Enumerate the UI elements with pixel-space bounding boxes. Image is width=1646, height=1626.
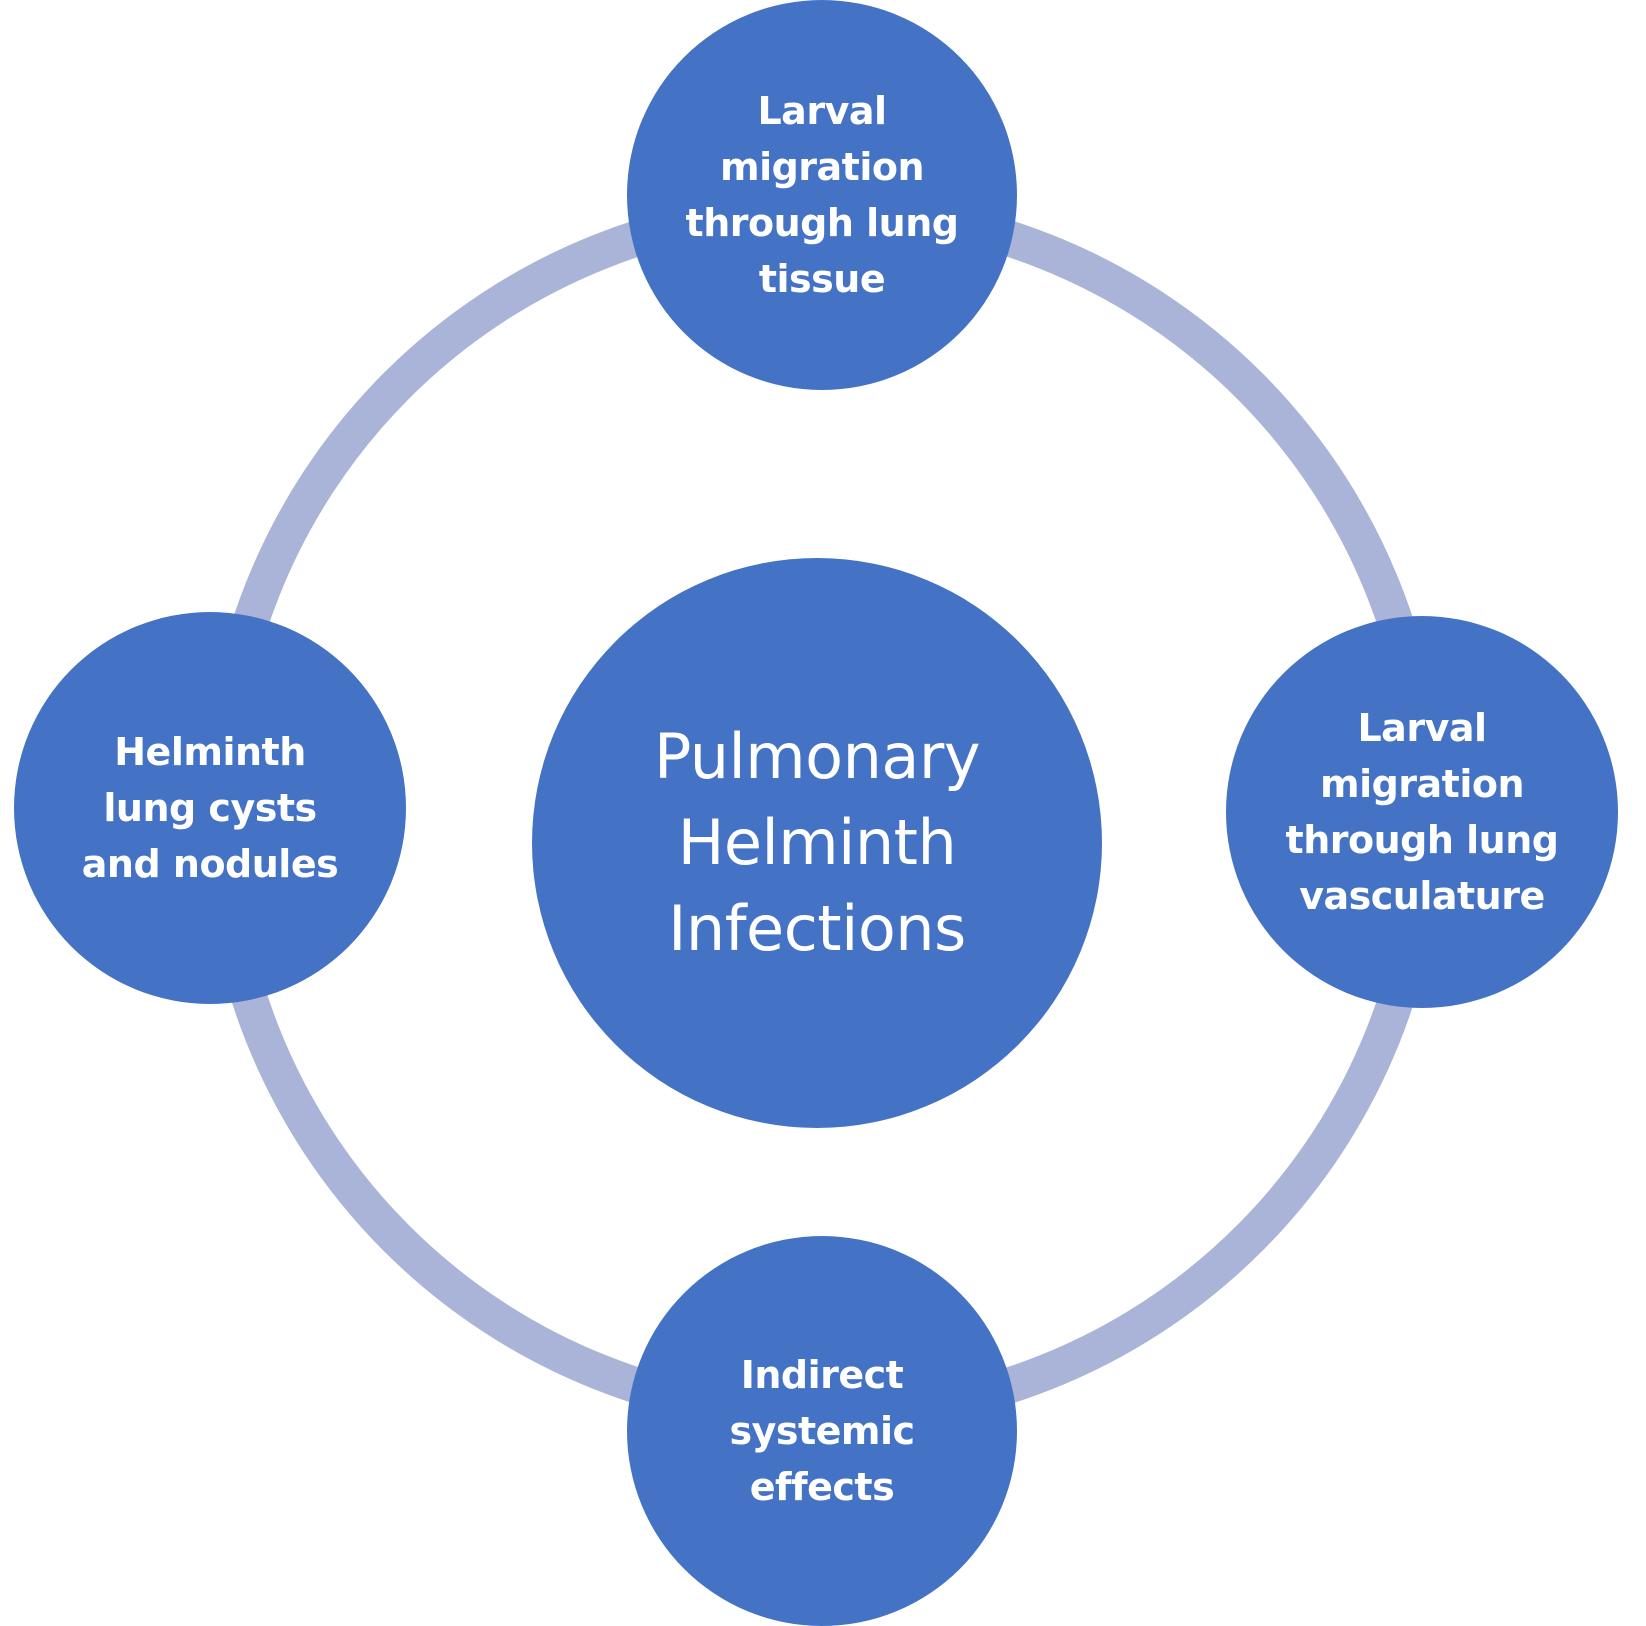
node-left-line: Helminth — [114, 730, 306, 774]
center-node-label: Pulmonary Helminth Infections — [653, 714, 981, 972]
node-left-line: lung cysts — [103, 786, 317, 830]
node-bottom-label: Indirect systemic effects — [729, 1347, 915, 1515]
node-right-line: Larval — [1357, 706, 1487, 750]
node-right-line: migration — [1319, 762, 1525, 806]
node-indirect-systemic-effects: Indirect systemic effects — [627, 1236, 1017, 1626]
center-node-pulmonary-helminth-infections: Pulmonary Helminth Infections — [532, 558, 1102, 1128]
node-right-line: vasculature — [1299, 874, 1545, 918]
node-top-line: Larval — [757, 89, 887, 133]
node-bottom-line: systemic — [729, 1409, 915, 1453]
node-bottom-line: Indirect — [740, 1353, 904, 1397]
node-left-line: and nodules — [81, 842, 339, 886]
node-larval-migration-lung-tissue: Larval migration through lung tissue — [627, 0, 1017, 390]
node-larval-migration-lung-vasculature: Larval migration through lung vasculatur… — [1226, 616, 1618, 1008]
node-bottom-line: effects — [749, 1465, 895, 1509]
node-top-label: Larval migration through lung tissue — [686, 83, 959, 307]
center-node-line: Infections — [668, 892, 966, 965]
node-top-line: through lung — [685, 201, 959, 245]
node-top-line: tissue — [758, 257, 886, 301]
node-right-label: Larval migration through lung vasculatur… — [1286, 700, 1559, 924]
node-right-line: through lung — [1285, 818, 1559, 862]
node-helminth-lung-cysts-nodules: Helminth lung cysts and nodules — [14, 612, 406, 1004]
node-top-line: migration — [719, 145, 925, 189]
center-node-line: Helminth — [677, 806, 957, 879]
node-left-label: Helminth lung cysts and nodules — [81, 724, 339, 892]
center-node-line: Pulmonary — [653, 720, 981, 793]
